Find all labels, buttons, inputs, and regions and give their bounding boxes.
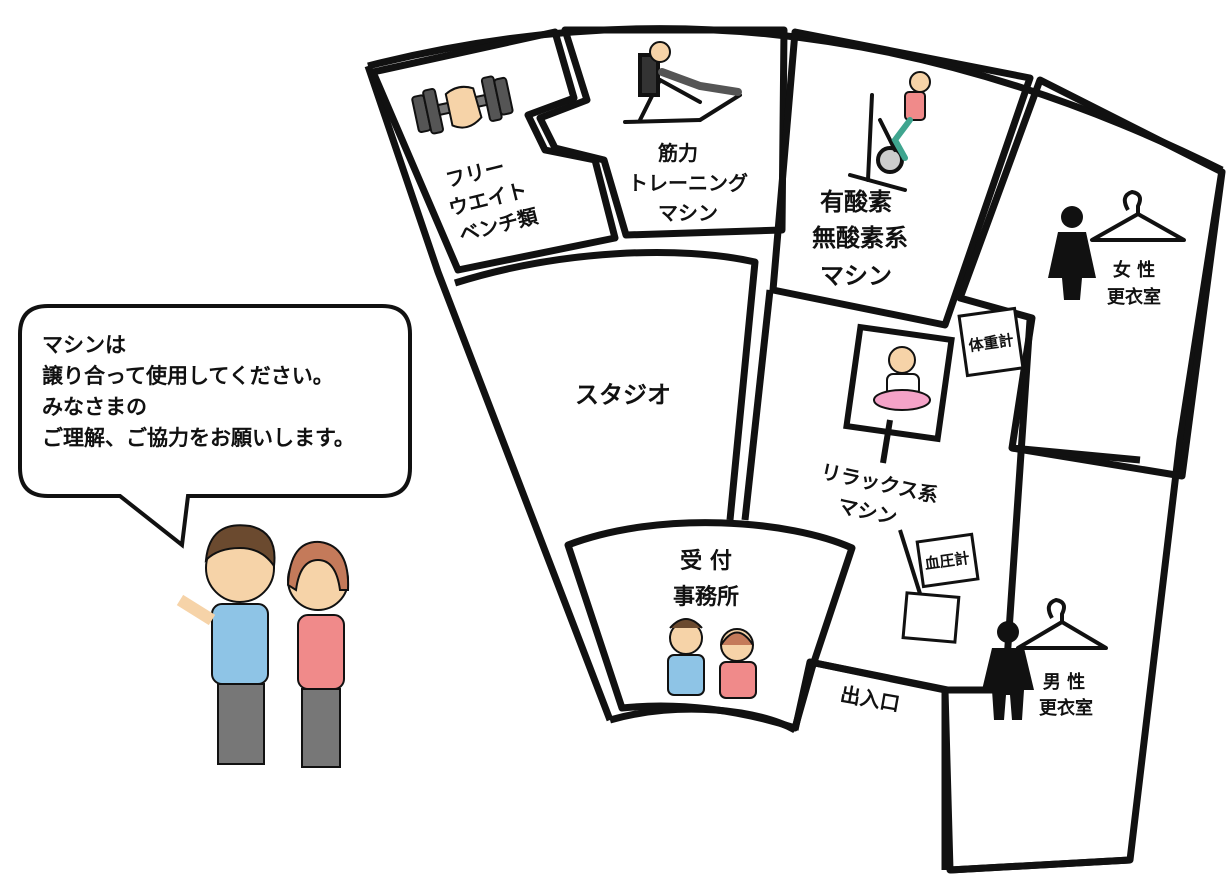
staff-icon	[667, 618, 757, 699]
women-locker-label-1: 女 性	[1113, 259, 1155, 281]
relax-seat-icon	[843, 323, 955, 443]
bubble-line-2: 譲り合って使用してください。	[42, 364, 334, 388]
bubble-line-4: ご理解、ご協力をお願いします。	[42, 426, 355, 450]
men-locker-label-2: 更衣室	[1039, 697, 1093, 719]
strength-label-2: トレーニング	[628, 171, 748, 195]
speech-bubble	[18, 304, 412, 549]
reception-label-2: 事務所	[673, 584, 739, 610]
exercise-bike-icon	[848, 71, 931, 192]
men-locker-label-1: 男 性	[1043, 671, 1085, 693]
cardio-label-2: 無酸素系	[812, 224, 908, 252]
cardio-label-3: マシン	[820, 262, 892, 290]
woman-icon	[1048, 206, 1096, 300]
bubble-line-1: マシンは	[42, 333, 126, 357]
speech-bubble-text: マシンは 譲り合って使用してください。 みなさまの ご理解、ご協力をお願いします…	[42, 330, 402, 454]
strength-label-1: 筋力	[658, 141, 698, 165]
staff-illustration	[176, 524, 350, 768]
strength-label-3: マシン	[658, 201, 718, 225]
cardio-label-1: 有酸素	[820, 188, 892, 216]
entrance-label: 出入口	[839, 682, 902, 716]
room-walls	[369, 26, 1226, 874]
man-icon	[982, 621, 1034, 720]
reception-label-1: 受 付	[680, 548, 732, 574]
women-locker-label-2: 更衣室	[1107, 286, 1161, 308]
hanger-icon	[1090, 190, 1186, 242]
hanger-icon	[1016, 598, 1108, 650]
dumbbell-icon	[411, 75, 514, 135]
leg-press-icon	[623, 41, 742, 124]
relax-label-2: マシン	[836, 493, 900, 529]
studio-label: スタジオ	[575, 381, 671, 409]
bubble-line-3: みなさまの	[42, 395, 147, 419]
relax-label-1: リラックス系	[819, 459, 941, 507]
